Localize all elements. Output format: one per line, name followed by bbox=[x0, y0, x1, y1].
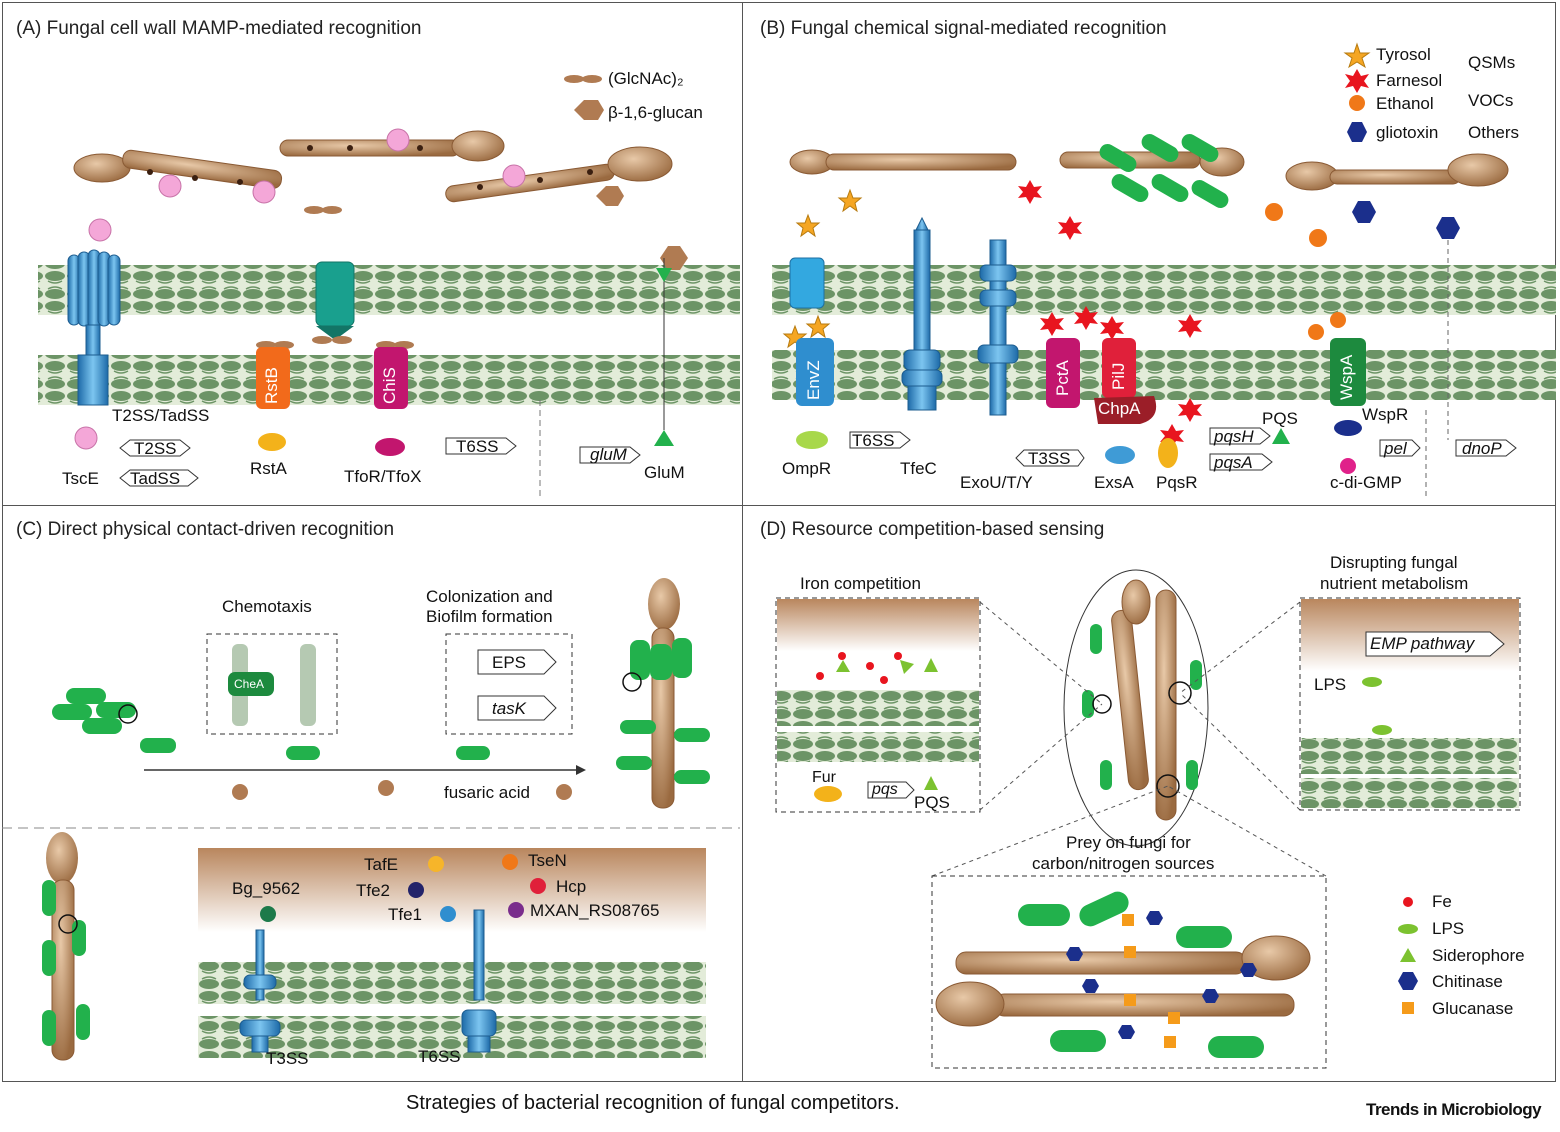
legend-siderophore: Siderophore bbox=[1432, 946, 1525, 965]
label-tfec: TfeC bbox=[900, 459, 937, 478]
label-tsen: TseN bbox=[528, 851, 567, 870]
label-cdigmp: c-di-GMP bbox=[1330, 473, 1402, 492]
panel-b-title: (B) Fungal chemical signal-mediated reco… bbox=[760, 18, 1167, 39]
legend-glucan: β-1,6-glucan bbox=[608, 103, 703, 122]
panel-divider-vertical bbox=[742, 2, 743, 1082]
label-tfor-tfox: TfoR/TfoX bbox=[344, 467, 422, 486]
label-task: tasK bbox=[492, 699, 527, 718]
label-disrupt-1: Disrupting fungal bbox=[1330, 553, 1458, 572]
panel-a-graphics bbox=[38, 75, 740, 500]
legend-farnesol: Farnesol bbox=[1376, 71, 1443, 90]
label-prey-1: Prey on fungi for bbox=[1066, 833, 1191, 852]
label-tadss-gene: TadSS bbox=[130, 469, 181, 488]
label-pqsa: pqsA bbox=[1214, 453, 1253, 472]
label-t3ss-c: T3SS bbox=[266, 1049, 309, 1068]
label-pel: pel bbox=[1384, 439, 1407, 458]
legend-others: Others bbox=[1468, 123, 1520, 142]
label-tafe: TafE bbox=[364, 855, 399, 874]
label-t2ss-tadss: T2SS/TadSS bbox=[112, 406, 210, 425]
label-disrupt-2: nutrient metabolism bbox=[1320, 574, 1469, 593]
label-emp-pathway: EMP pathway bbox=[1370, 634, 1475, 653]
label-pqsr: PqsR bbox=[1156, 473, 1198, 492]
legend-qsms: QSMs bbox=[1468, 53, 1516, 72]
label-chpa: ChpA bbox=[1098, 399, 1141, 418]
outer-membrane-a bbox=[38, 265, 740, 315]
label-pqs-gene: pqs bbox=[872, 781, 898, 798]
label-rstb: RstB bbox=[262, 367, 281, 404]
label-exsa: ExsA bbox=[1094, 473, 1134, 492]
label-prey-2: carbon/nitrogen sources bbox=[1032, 854, 1215, 873]
label-chemotaxis: Chemotaxis bbox=[222, 597, 312, 616]
label-t6ss-c: T6SS bbox=[418, 1047, 461, 1066]
label-wspa: WspA bbox=[1337, 354, 1356, 400]
label-eps: EPS bbox=[492, 653, 527, 672]
label-biofilm: Biofilm formation bbox=[426, 607, 553, 626]
panel-divider-horizontal bbox=[2, 505, 1556, 506]
panel-c-graphics bbox=[2, 578, 740, 1061]
label-chis: ChiS bbox=[380, 367, 399, 404]
legend-ethanol: Ethanol bbox=[1376, 94, 1434, 113]
panel-d-graphics bbox=[775, 569, 1521, 1069]
legend-tyrosol: Tyrosol bbox=[1376, 45, 1431, 64]
journal-brand: Trends in Microbiology bbox=[1366, 1100, 1542, 1119]
label-pqs-b: PQS bbox=[1262, 409, 1298, 428]
label-colonization: Colonization and bbox=[426, 587, 553, 606]
legend-gliotoxin: gliotoxin bbox=[1376, 123, 1439, 142]
label-tfe2: Tfe2 bbox=[356, 881, 391, 900]
label-t3ss-gene: T3SS bbox=[1028, 449, 1071, 468]
label-t6ss-gene-b: T6SS bbox=[852, 431, 895, 450]
label-exou: ExoU/T/Y bbox=[960, 473, 1033, 492]
label-rsta: RstA bbox=[250, 459, 287, 478]
legend-chitinase: Chitinase bbox=[1432, 972, 1503, 991]
legend-glcnac: (GlcNAc)₂ bbox=[608, 69, 684, 88]
label-envz: EnvZ bbox=[804, 360, 823, 400]
label-pcta: PctA bbox=[1053, 360, 1072, 396]
label-iron-competition: Iron competition bbox=[800, 574, 921, 593]
label-wspr: WspR bbox=[1362, 405, 1409, 424]
label-pqsh: pqsH bbox=[1214, 427, 1254, 446]
panel-c-title: (C) Direct physical contact-driven recog… bbox=[16, 519, 395, 540]
label-glum-gene: gluM bbox=[590, 445, 627, 464]
label-ompr: OmpR bbox=[782, 459, 832, 478]
label-chea: CheA bbox=[234, 677, 265, 691]
figure-caption: Strategies of bacterial recognition of f… bbox=[406, 1092, 900, 1114]
panel-b-graphics bbox=[772, 42, 1556, 500]
label-lps: LPS bbox=[1314, 675, 1347, 694]
legend-vocs: VOCs bbox=[1468, 91, 1514, 110]
label-fusaric-acid: fusaric acid bbox=[444, 783, 530, 802]
legend-glucanase: Glucanase bbox=[1432, 999, 1514, 1018]
label-mxan: MXAN_RS08765 bbox=[530, 901, 660, 920]
label-hcp: Hcp bbox=[556, 877, 587, 896]
label-tsce: TscE bbox=[62, 469, 99, 488]
label-tfe1: Tfe1 bbox=[388, 905, 423, 924]
label-t6ss-gene-a: T6SS bbox=[456, 437, 499, 456]
label-pilj: PilJ bbox=[1109, 362, 1128, 390]
label-t2ss-gene: T2SS bbox=[134, 439, 177, 458]
panel-d-title: (D) Resource competition-based sensing bbox=[760, 519, 1105, 540]
label-fur: Fur bbox=[812, 769, 836, 786]
legend-fe: Fe bbox=[1432, 892, 1452, 911]
label-pqs-d: PQS bbox=[914, 793, 950, 812]
figure-frame bbox=[2, 2, 1556, 1082]
label-dnop: dnoP bbox=[1462, 439, 1502, 458]
panel-a-title: (A) Fungal cell wall MAMP-mediated recog… bbox=[16, 18, 422, 39]
label-bg9562: Bg_9562 bbox=[232, 879, 301, 898]
label-glum: GluM bbox=[644, 463, 685, 482]
legend-lps: LPS bbox=[1432, 919, 1465, 938]
